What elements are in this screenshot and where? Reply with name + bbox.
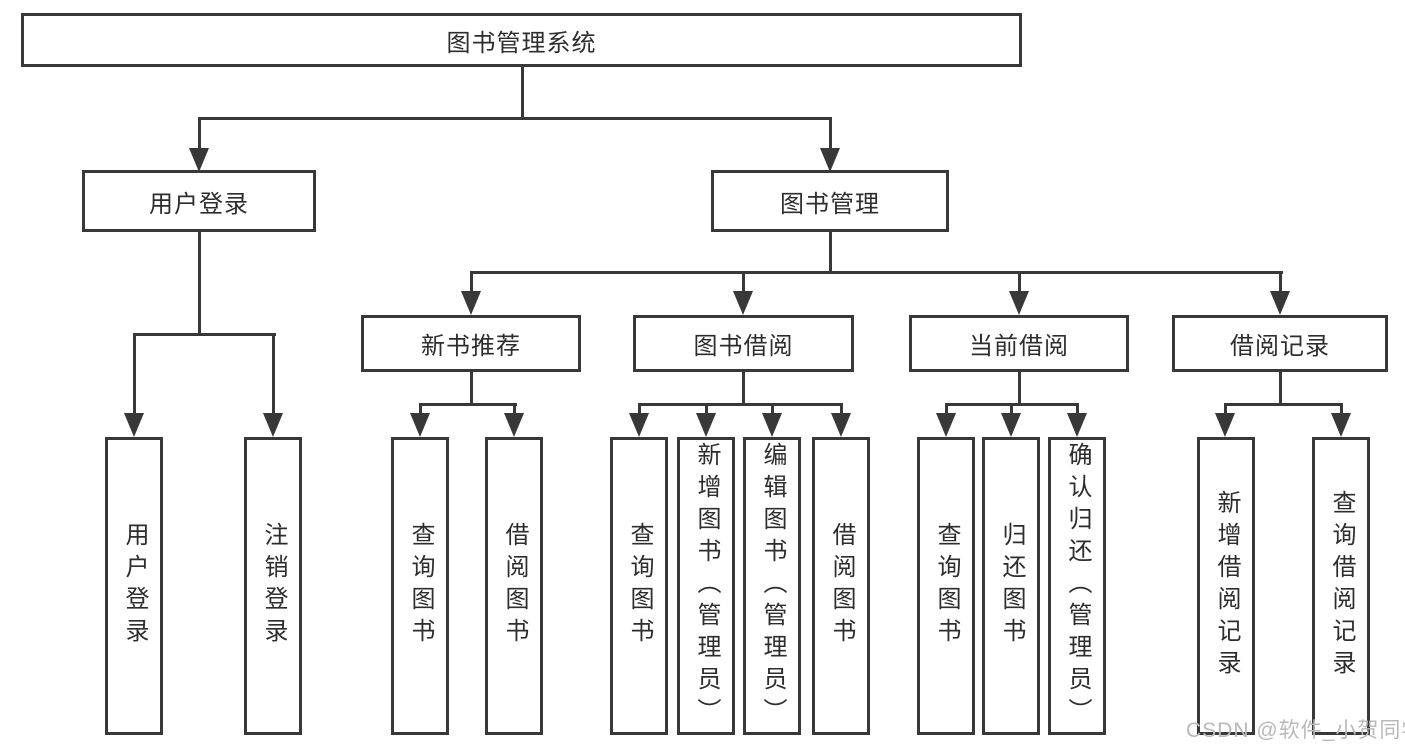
leaf-recommend-query-books-label: 查询图书: [407, 522, 434, 650]
leaf-recommend-borrow-books: 借阅图书: [485, 437, 543, 735]
connector-recommend-rail: [419, 403, 517, 406]
connector-drop-records-query: [1340, 403, 1343, 415]
connector-drop-new-book-recommend: [470, 271, 473, 293]
arrowhead-records-query: [1331, 413, 1351, 437]
node-book-management-label: 图书管理: [780, 190, 880, 218]
connector-records-stem: [1279, 372, 1282, 406]
leaf-recommend-query-books: 查询图书: [391, 437, 449, 735]
connector-drop-current-return: [1010, 403, 1013, 415]
connector-root-stem: [521, 67, 524, 120]
arrowhead-current-borrow: [1009, 291, 1029, 315]
connector-borrow-rail: [638, 403, 843, 406]
leaf-borrow-add-books-admin: 新增图书（管理员）: [677, 437, 735, 735]
connector-root-rail: [198, 117, 832, 120]
leaf-records-query-record: 查询借阅记录: [1312, 437, 1370, 735]
node-user-login: 用户登录: [82, 170, 316, 232]
connector-drop-current-confirm: [1076, 403, 1079, 415]
leaf-borrow-borrow-books-label: 借阅图书: [828, 522, 855, 650]
arrowhead-records-add: [1215, 413, 1235, 437]
node-book-management: 图书管理: [711, 170, 949, 232]
arrowhead-current-confirm: [1067, 413, 1087, 437]
node-current-borrow-label: 当前借阅: [969, 333, 1069, 360]
node-borrow-records-label: 借阅记录: [1230, 333, 1330, 360]
leaf-borrow-query-books-label: 查询图书: [626, 522, 653, 650]
arrowhead-borrow-edit: [762, 413, 782, 437]
leaf-logout-label: 注销登录: [260, 522, 287, 650]
arrowhead-user-login: [189, 148, 209, 172]
connector-drop-leaf-logout: [272, 333, 275, 413]
leaf-user-login-label: 用户登录: [121, 522, 148, 650]
node-borrow-records: 借阅记录: [1172, 315, 1388, 372]
leaf-current-return-books: 归还图书: [982, 437, 1040, 735]
leaf-records-add-record-label: 新增借阅记录: [1213, 490, 1240, 682]
connector-drop-borrow-borrow: [840, 403, 843, 415]
leaf-borrow-edit-books-admin-label: 编辑图书（管理员）: [759, 442, 786, 730]
leaf-current-confirm-return-admin-label: 确认归还（管理员）: [1064, 442, 1091, 730]
connector-drop-borrow-edit: [771, 403, 774, 415]
connector-drop-book-management: [829, 117, 832, 150]
arrowhead-current-return: [1001, 413, 1021, 437]
arrowhead-book-borrow: [733, 291, 753, 315]
connector-drop-user-login: [198, 117, 201, 150]
leaf-user-login: 用户登录: [105, 437, 163, 735]
arrowhead-borrow-borrow: [831, 413, 851, 437]
leaf-current-confirm-return-admin: 确认归还（管理员）: [1048, 437, 1106, 735]
leaf-recommend-borrow-books-label: 借阅图书: [501, 522, 528, 650]
connector-drop-leaf-user-login: [133, 333, 136, 413]
connector-drop-current-query: [945, 403, 948, 415]
leaf-current-return-books-label: 归还图书: [998, 522, 1025, 650]
connector-user-login-rail: [133, 333, 276, 336]
node-book-borrow: 图书借阅: [633, 315, 854, 372]
arrowhead-current-query: [936, 413, 956, 437]
node-new-book-recommend-label: 新书推荐: [421, 333, 521, 360]
csdn-watermark: CSDN @软件_小贺同学: [1186, 719, 1405, 742]
leaf-borrow-add-books-admin-label: 新增图书（管理员）: [693, 442, 720, 730]
arrowhead-borrow-query: [629, 413, 649, 437]
leaf-logout: 注销登录: [244, 437, 302, 735]
connector-current-stem: [1018, 372, 1021, 406]
arrowhead-recommend-borrow: [504, 413, 524, 437]
arrowhead-borrow-add: [696, 413, 716, 437]
arrowhead-new-book-recommend: [461, 291, 481, 315]
leaf-current-query-books-label: 查询图书: [933, 522, 960, 650]
connector-borrow-stem: [742, 372, 745, 406]
node-current-borrow: 当前借阅: [909, 315, 1129, 372]
arrowhead-leaf-user-login: [124, 413, 144, 437]
leaf-borrow-borrow-books: 借阅图书: [812, 437, 870, 735]
connector-drop-recommend-query: [419, 403, 422, 415]
connector-drop-borrow-records: [1279, 271, 1282, 293]
connector-drop-current-borrow: [1018, 271, 1021, 293]
node-new-book-recommend: 新书推荐: [361, 315, 581, 372]
connector-book-management-stem: [829, 232, 832, 274]
arrowhead-leaf-logout: [263, 413, 283, 437]
connector-drop-borrow-query: [638, 403, 641, 415]
connector-book-management-rail: [470, 271, 1283, 274]
leaf-borrow-edit-books-admin: 编辑图书（管理员）: [743, 437, 801, 735]
node-user-login-label: 用户登录: [149, 190, 249, 218]
connector-recommend-stem: [470, 372, 473, 406]
node-root-library-system: 图书管理系统: [21, 13, 1022, 67]
leaf-records-query-record-label: 查询借阅记录: [1328, 490, 1355, 682]
connector-drop-records-add: [1224, 403, 1227, 415]
arrowhead-borrow-records: [1270, 291, 1290, 315]
connector-drop-borrow-add: [705, 403, 708, 415]
leaf-records-add-record: 新增借阅记录: [1197, 437, 1255, 735]
node-root-label: 图书管理系统: [446, 29, 597, 57]
leaf-current-query-books: 查询图书: [917, 437, 975, 735]
connector-drop-recommend-borrow: [513, 403, 516, 415]
arrowhead-book-management: [820, 148, 840, 172]
connector-records-rail: [1224, 403, 1343, 406]
connector-user-login-stem: [198, 232, 201, 336]
node-book-borrow-label: 图书借阅: [693, 333, 794, 360]
arrowhead-recommend-query: [410, 413, 430, 437]
leaf-borrow-query-books: 查询图书: [610, 437, 668, 735]
connector-drop-book-borrow: [742, 271, 745, 293]
